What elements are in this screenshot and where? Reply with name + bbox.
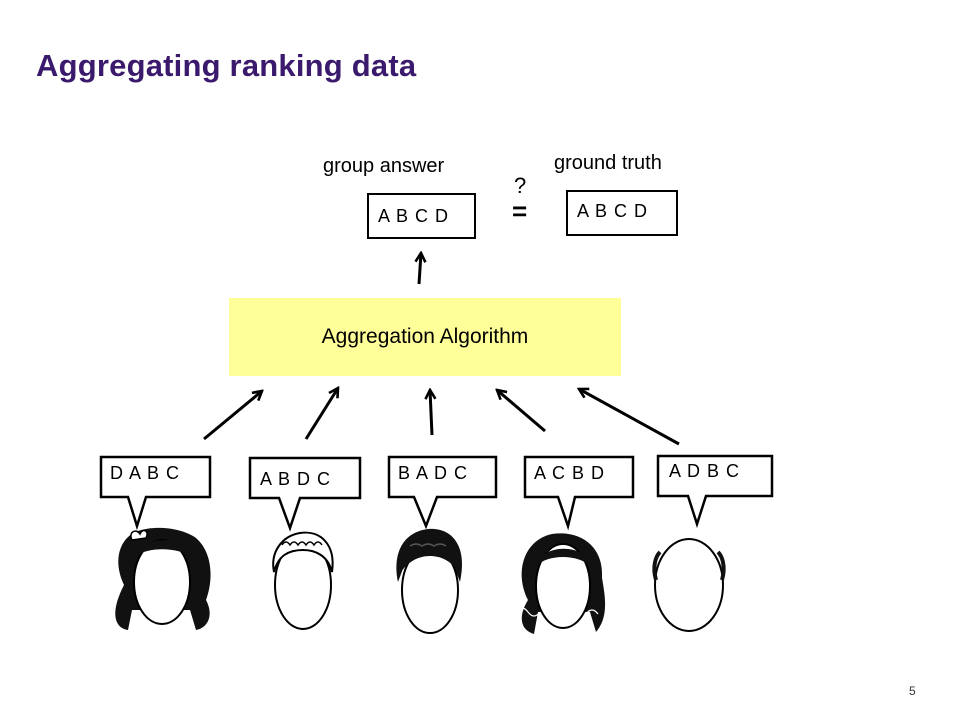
- aggregation-algorithm-label: Aggregation Algorithm: [321, 325, 529, 348]
- equals-sign: =: [512, 196, 528, 226]
- speech-bubble-1: [99, 455, 212, 531]
- page-number: 5: [909, 684, 916, 698]
- voter-5-ranking: A D B C: [669, 461, 741, 481]
- bald-man-face-icon: [652, 538, 726, 632]
- arrow-voter-5: [579, 389, 680, 446]
- woman-dark-curly-hair-face-icon: [515, 533, 606, 634]
- arrow-voter-3: [430, 390, 432, 436]
- slide-title: Aggregating ranking data: [36, 48, 417, 83]
- ground-truth-label: ground truth: [554, 152, 662, 174]
- man-dark-hair-face-icon: [396, 528, 463, 634]
- ground-truth-ranking: A B C D: [577, 201, 649, 221]
- arrow-to-group-answer: [419, 253, 421, 285]
- ground-truth-box: A B C D: [566, 190, 678, 236]
- woman-dark-hair-bow-face-icon: [115, 527, 211, 630]
- voter-2-ranking: A B D C: [260, 469, 332, 489]
- speech-bubble-3: [387, 455, 498, 530]
- speech-bubble-4: [523, 455, 635, 531]
- group-answer-box: A B C D: [367, 193, 476, 239]
- man-light-hair-face-icon: [272, 531, 334, 630]
- speech-bubble-2: [248, 456, 362, 532]
- aggregation-algorithm-box: Aggregation Algorithm: [229, 298, 621, 376]
- voter-4-ranking: A C B D: [534, 463, 606, 483]
- voter-3-ranking: B A D C: [398, 463, 469, 483]
- arrow-voter-4: [497, 390, 546, 433]
- arrow-voter-1: [203, 391, 262, 441]
- voter-1-ranking: D A B C: [110, 463, 181, 483]
- group-answer-ranking: A B C D: [378, 205, 450, 226]
- group-answer-label: group answer: [323, 155, 445, 177]
- arrow-voter-2: [304, 388, 338, 440]
- speech-bubble-5: [656, 454, 774, 529]
- question-mark: ?: [514, 173, 527, 198]
